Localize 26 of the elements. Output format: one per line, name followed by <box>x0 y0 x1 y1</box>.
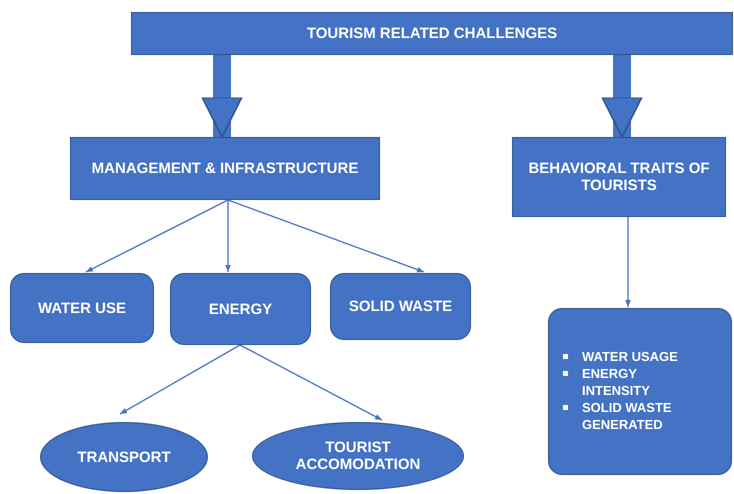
rounded-box <box>548 308 732 475</box>
rounded-box <box>330 273 471 340</box>
list-item: ENERGY INTENSITY <box>582 366 651 400</box>
arrow <box>625 217 631 307</box>
arrow <box>120 344 240 415</box>
arrow <box>228 199 424 273</box>
node-label: SOLID WASTE <box>348 298 454 315</box>
list-item: WATER USAGE <box>582 349 678 366</box>
process-box <box>512 137 726 217</box>
rounded-box <box>10 273 154 343</box>
node-label: TOURIST ACCOMODATION <box>294 439 422 473</box>
process-box <box>70 137 380 200</box>
rounded-box <box>170 273 311 345</box>
list-item: SOLID WASTE GENERATED <box>582 400 673 434</box>
node-label: BEHAVIORAL TRAITS OF TOURISTS <box>527 160 711 194</box>
node-label: TOURISM RELATED CHALLENGES <box>306 25 558 42</box>
block-arrow <box>601 55 643 138</box>
node-label: WATER USE <box>36 300 128 316</box>
node-label: ENERGY <box>208 300 274 318</box>
arrow <box>225 200 231 272</box>
arrow <box>86 199 228 273</box>
arrow <box>240 344 382 421</box>
node-label: MANAGEMENT & INFRASTRUCTURE <box>90 160 360 177</box>
process-box <box>131 12 733 55</box>
node-label: TRANSPORT <box>76 448 172 466</box>
block-arrow <box>201 55 243 138</box>
